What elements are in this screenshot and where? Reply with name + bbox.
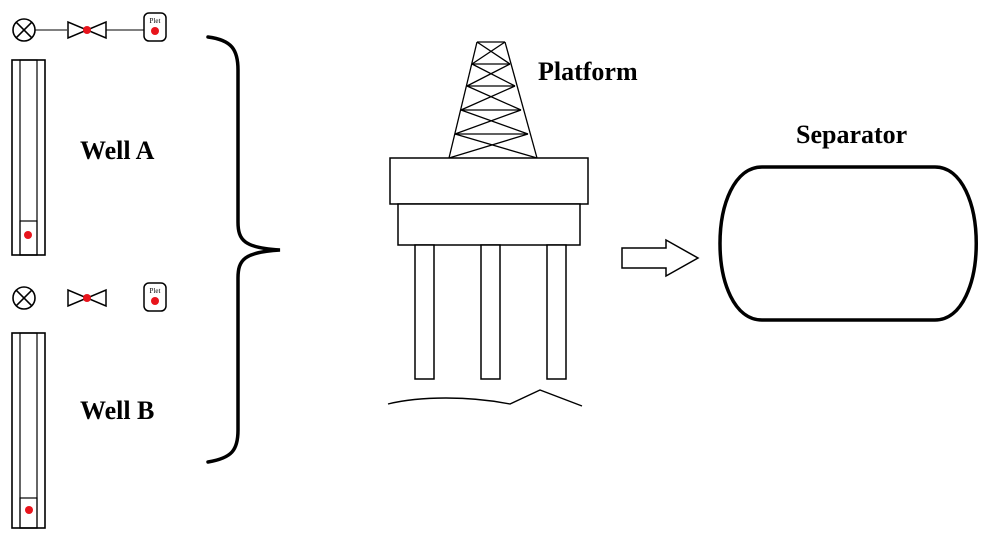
well-a-wellbore <box>11 59 46 256</box>
separator-label: Separator <box>796 120 907 149</box>
lower-deck <box>397 203 581 246</box>
pump-icon <box>12 286 36 310</box>
well-a-equipment-row: Plet <box>12 12 167 42</box>
valve-icon <box>67 20 107 40</box>
plet-icon: Plet <box>143 12 167 42</box>
plet-label: Plet <box>150 287 161 295</box>
platform-structure <box>387 41 589 407</box>
plet-label: Plet <box>150 17 161 25</box>
derrick-tower <box>448 41 538 159</box>
grouping-brace <box>206 35 281 464</box>
separator-vessel <box>718 165 978 322</box>
platform-label: Platform <box>538 57 638 86</box>
plet-icon: Plet <box>143 282 167 312</box>
well-b-label: Well B <box>80 396 154 425</box>
well-b-bottom-marker <box>25 506 33 514</box>
flow-arrow-icon <box>621 238 700 278</box>
well-b-wellbore <box>11 332 46 529</box>
well-b-equipment-row: Plet <box>12 282 167 312</box>
well-a-label: Well A <box>80 136 155 165</box>
pump-icon <box>12 18 36 42</box>
upper-deck <box>389 157 589 205</box>
platform-leg <box>546 244 567 380</box>
seabed-line <box>387 389 583 407</box>
valve-icon <box>67 288 107 308</box>
platform-leg <box>480 244 501 380</box>
well-a-bottom-marker <box>24 231 32 239</box>
platform-leg <box>414 244 435 380</box>
